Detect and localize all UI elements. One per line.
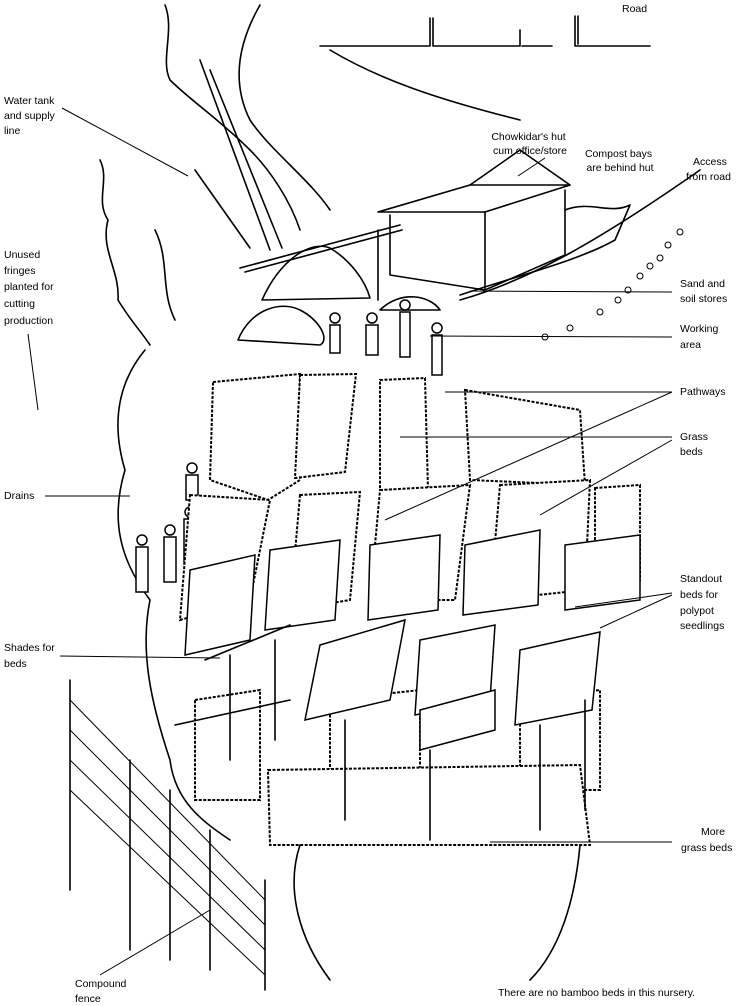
label-line: Shades for <box>4 642 55 654</box>
label-pathways: Pathways <box>680 386 726 398</box>
label-unused-fringes: Unused fringes planted for cutting produ… <box>4 249 57 327</box>
label-line: Grass <box>680 431 708 443</box>
label-line: Access <box>693 156 727 168</box>
label-line: Unused <box>4 249 40 261</box>
label-compound-fence: Compound fence <box>75 978 129 1005</box>
label-line: are behind hut <box>586 162 653 174</box>
label-line: area <box>680 339 701 351</box>
label-line: cutting <box>4 298 35 310</box>
label-working-area: Working area <box>680 323 721 351</box>
footnote: There are no bamboo beds in this nursery… <box>498 987 695 999</box>
label-line: Water tank <box>4 95 55 107</box>
label-compost: Compost bays are behind hut <box>585 148 655 174</box>
label-drains: Drains <box>4 490 34 502</box>
sand-soil-stores <box>237 245 441 346</box>
label-more-grass-beds: More grass beds <box>681 826 732 854</box>
label-line: line <box>4 125 21 137</box>
label-line: beds <box>680 446 703 458</box>
label-shades: Shades for beds <box>4 642 58 670</box>
label-grass-beds: Grass beds <box>680 431 711 458</box>
label-line: seedlings <box>680 620 724 632</box>
label-hut: Chowkidar's hut cum office/store <box>491 131 568 157</box>
label-line: fringes <box>4 265 36 277</box>
label-line: and supply <box>4 110 56 122</box>
label-line: production <box>4 315 53 327</box>
label-line: from road <box>686 171 731 183</box>
tree-hillside <box>99 4 521 841</box>
label-standout-beds: Standout beds for polypot seedlings <box>680 573 725 632</box>
label-road: Road <box>622 3 647 15</box>
road <box>319 15 651 47</box>
label-water-tank: Water tank and supply line <box>4 95 58 137</box>
label-line: Working <box>680 323 718 335</box>
label-line: Standout <box>680 573 722 585</box>
label-line: Sand and <box>680 278 725 290</box>
label-line: beds for <box>680 589 718 601</box>
leader-lines <box>27 107 673 976</box>
label-line: Chowkidar's hut <box>491 131 565 143</box>
label-line: fence <box>75 993 101 1005</box>
label-line: soil stores <box>680 293 727 305</box>
label-line: Compound <box>75 978 127 990</box>
compound-fence <box>69 679 266 991</box>
label-sand-soil: Sand and soil stores <box>680 278 728 305</box>
bed-shades <box>174 529 641 841</box>
label-line: beds <box>4 658 27 670</box>
access-path-stones <box>541 228 684 341</box>
label-access: Access from road <box>686 156 731 183</box>
label-line: cum office/store <box>493 145 567 157</box>
label-line: grass beds <box>681 842 732 854</box>
label-line: polypot <box>680 605 714 617</box>
label-line: More <box>701 826 725 838</box>
workers <box>135 299 443 593</box>
label-line: Compost bays <box>585 148 652 160</box>
label-line: planted for <box>4 281 54 293</box>
